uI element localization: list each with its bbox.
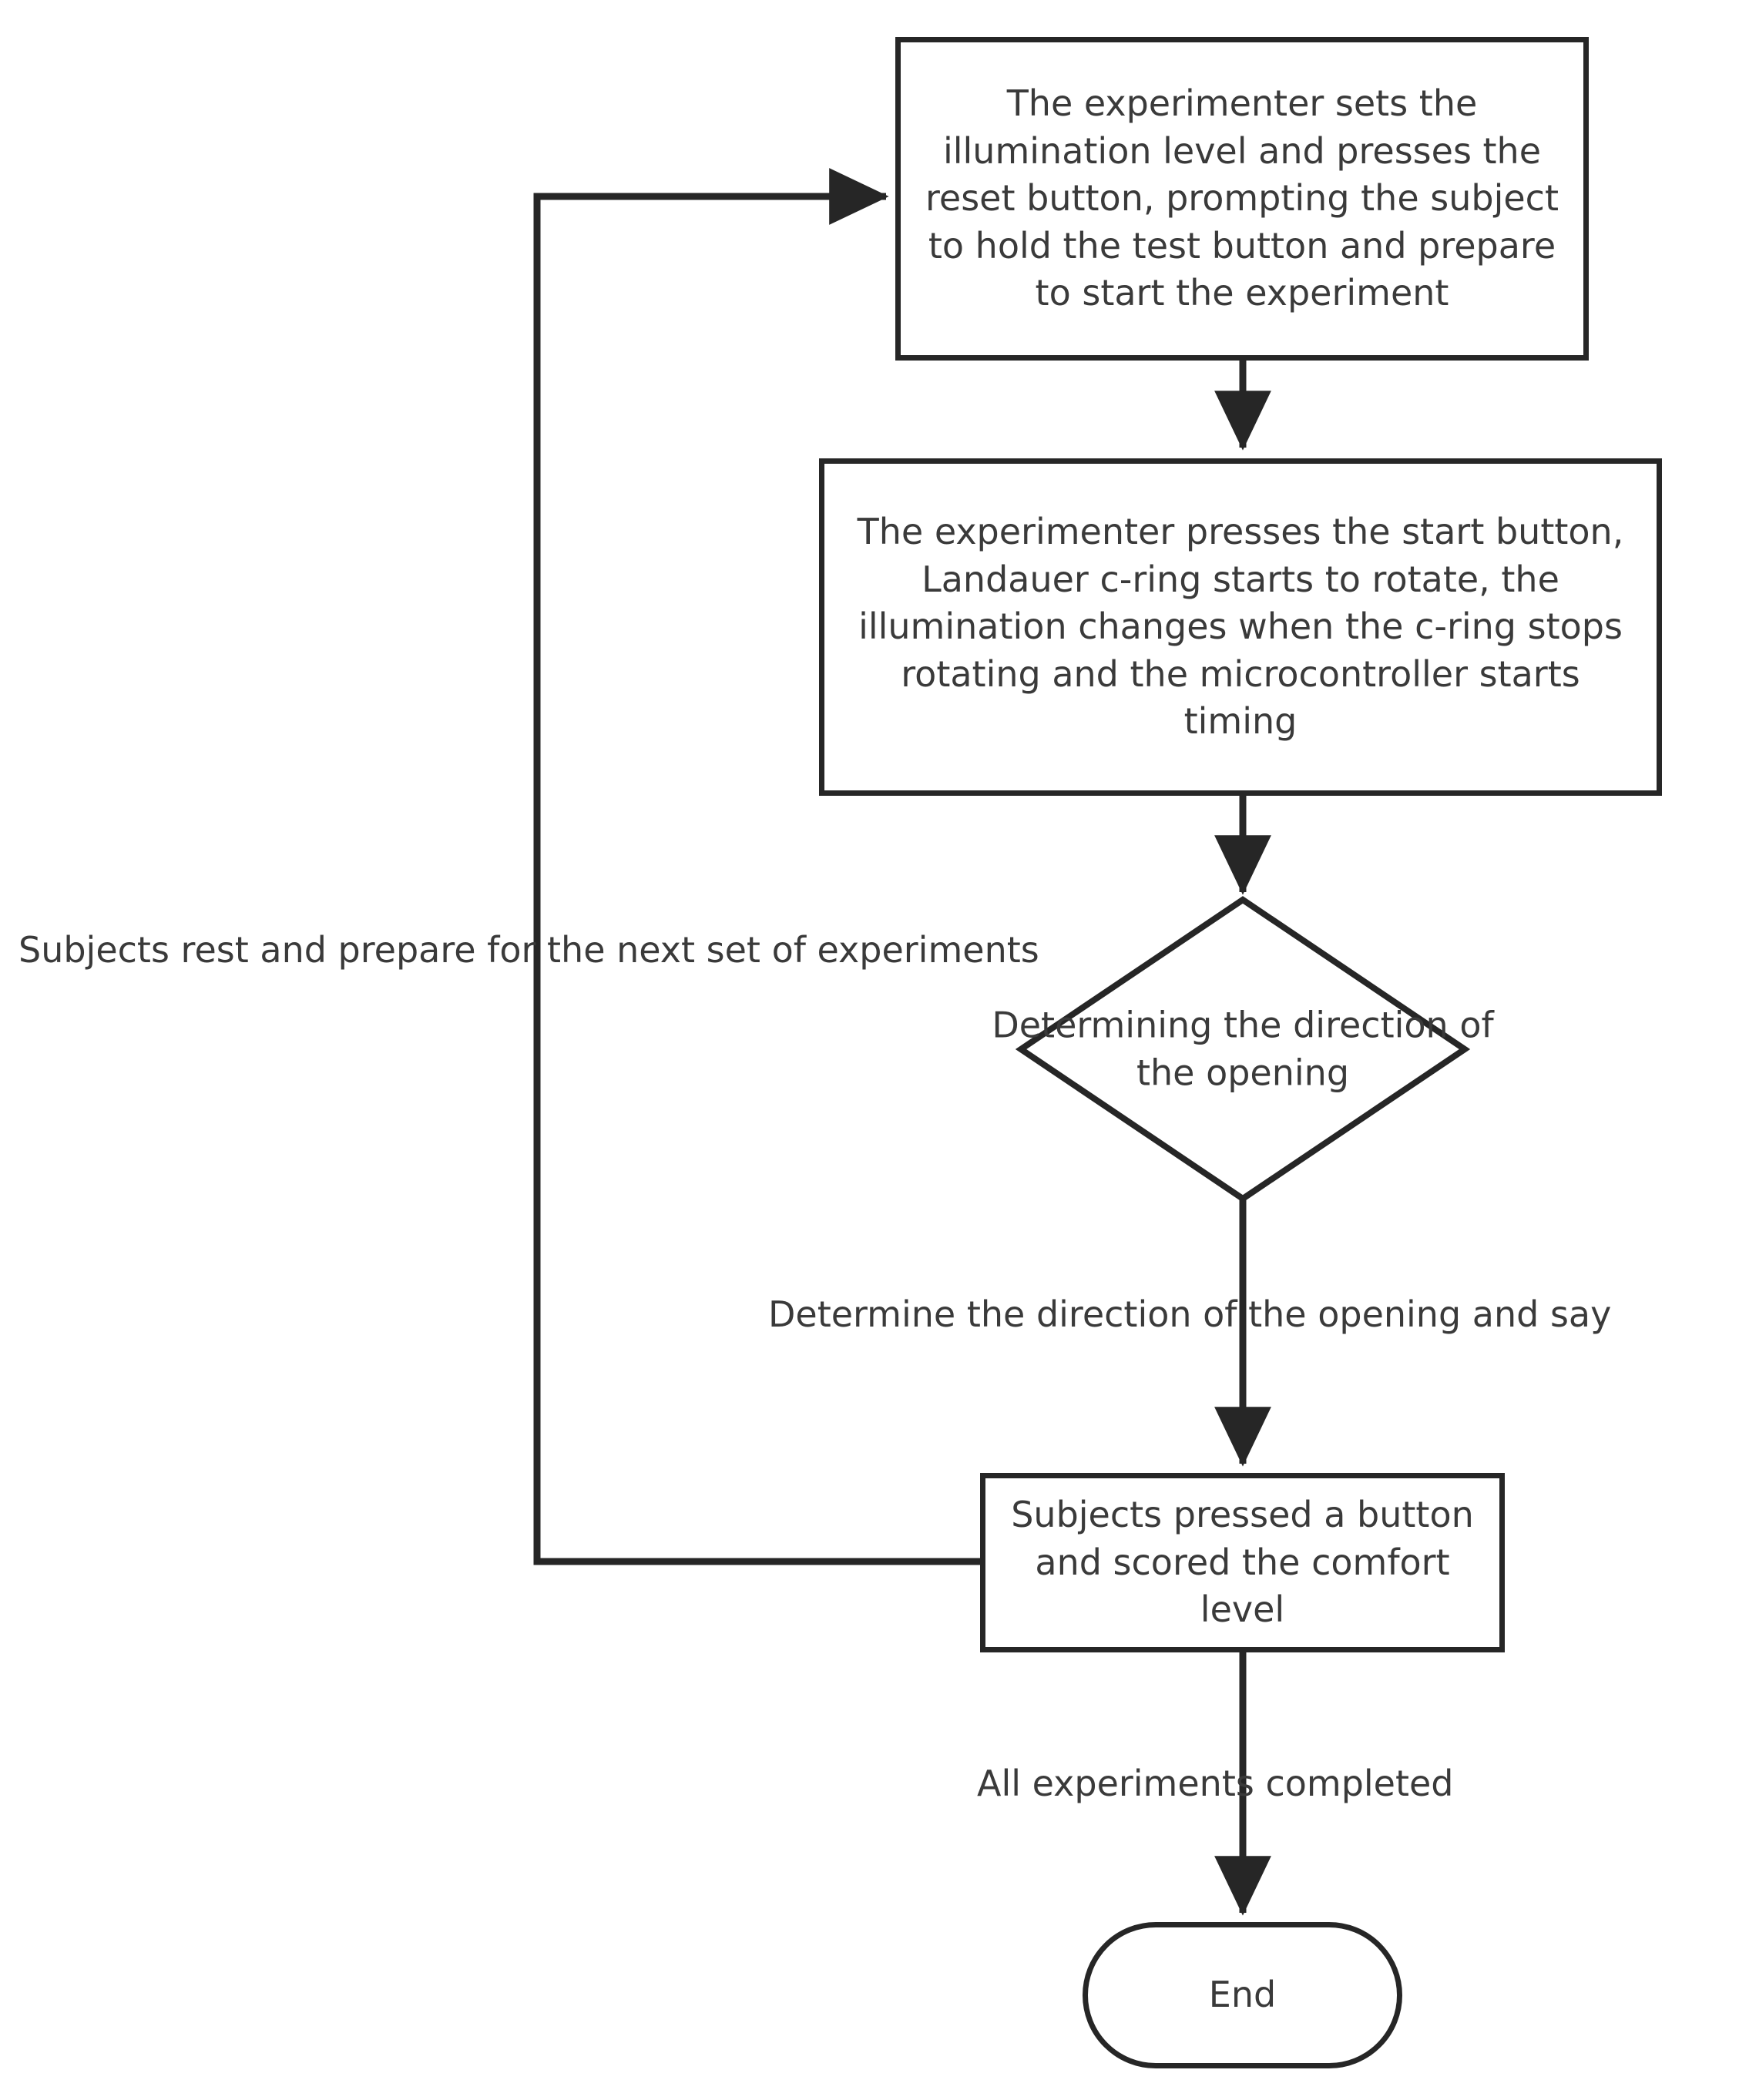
terminator-node-end[interactable]: End: [1083, 1922, 1402, 2068]
edge-score-comfort-to-set-illumination-loop: [533, 168, 980, 1565]
edge-label-all-completed: All experiments completed: [977, 1763, 1454, 1804]
edge-label-loop: Subjects rest and prepare for the next s…: [18, 929, 1039, 971]
process-node-score-comfort[interactable]: Subjects pressed a button and scored the…: [980, 1473, 1505, 1652]
process-node-press-start[interactable]: The experimenter presses the start butto…: [819, 458, 1662, 796]
edge-label-say-direction: Determine the direction of the opening a…: [768, 1293, 1612, 1335]
process-node-set-illumination-label: The experimenter sets the illumination l…: [925, 82, 1559, 314]
decision-shape-determine-direction: [1015, 896, 1471, 1203]
process-node-set-illumination[interactable]: The experimenter sets the illumination l…: [895, 37, 1589, 361]
process-node-score-comfort-label: Subjects pressed a button and scored the…: [1011, 1494, 1474, 1631]
process-node-press-start-label: The experimenter presses the start butto…: [857, 510, 1624, 743]
terminator-node-end-label: End: [1208, 1974, 1277, 2016]
